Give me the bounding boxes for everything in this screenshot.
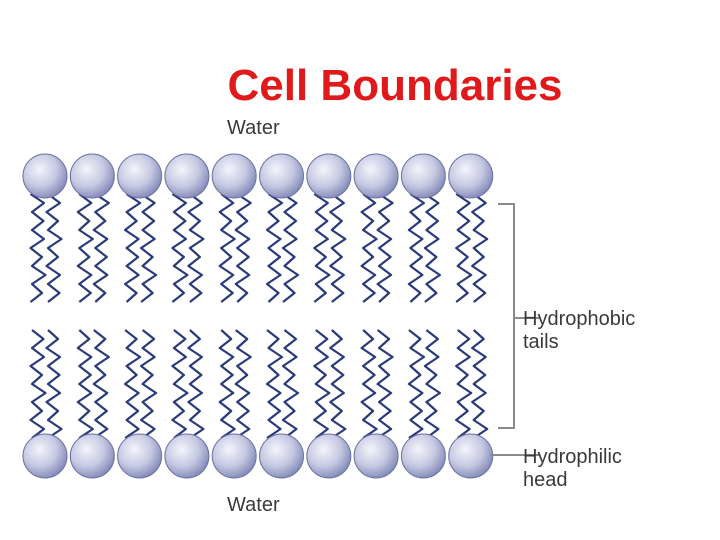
lipid-tail (471, 329, 489, 439)
hydrophilic-head-label: Hydrophilic head (523, 446, 713, 492)
lipid-head (22, 433, 68, 479)
lipid-tail (360, 193, 378, 303)
hydrophobic-tails-label: Hydrophobic tails (523, 308, 713, 354)
lipid-head (117, 153, 163, 199)
head-label-line1: Hydrophilic (523, 446, 622, 468)
lipid-tail (187, 193, 205, 303)
slide-title: Cell Boundaries (227, 61, 563, 110)
lipid-tail (45, 329, 63, 439)
lipid-tail (313, 193, 331, 303)
lipid-tail (187, 329, 205, 439)
lipid-head (306, 433, 352, 479)
lipid-head (306, 153, 352, 199)
lipid-head (353, 433, 399, 479)
lipid-head (164, 433, 210, 479)
lipid-tail (218, 329, 236, 439)
tails-label-line1: Hydrophobic (523, 308, 636, 330)
lipid-tail (140, 193, 158, 303)
lipid-head (259, 433, 304, 479)
tails-bracket (498, 203, 540, 429)
hydrophobic-tails (29, 193, 489, 439)
lipid-tail (455, 193, 473, 303)
lipid-tail (123, 193, 142, 303)
lipid-tail (171, 193, 189, 303)
lipid-tail (92, 193, 110, 303)
lipid-tail (329, 329, 347, 439)
lipid-tail (234, 329, 252, 439)
lipid-head (448, 433, 494, 479)
lipid-head (164, 153, 210, 199)
lipid-tail (29, 329, 47, 439)
lipid-tail (76, 193, 94, 303)
lipid-tail (423, 329, 441, 439)
water-top-label: Water (227, 117, 280, 139)
lipid-tail (471, 193, 489, 303)
lipid-tail (218, 193, 236, 303)
lipid-head (117, 433, 163, 479)
lipid-tail (140, 329, 158, 439)
lipid-tail (281, 329, 300, 439)
lipid-tail (313, 329, 331, 439)
lipid-tail (123, 329, 142, 439)
lipid-tail (45, 193, 63, 303)
lipid-head (69, 153, 115, 199)
lipid-head (69, 433, 115, 479)
lipid-tail (376, 329, 394, 439)
tails-label-line2: tails (523, 331, 559, 353)
lipid-head (259, 153, 304, 199)
lipid-head (400, 153, 446, 199)
lipid-tail (281, 193, 300, 303)
lipid-head (448, 153, 494, 199)
lipid-head (400, 433, 446, 479)
lipid-tail (29, 193, 47, 303)
lipid-head (353, 153, 399, 199)
lipid-tail (92, 329, 110, 439)
lipid-tail (171, 329, 189, 439)
lipid-tail (423, 193, 441, 303)
lipid-head (211, 433, 257, 479)
lipid-tail (455, 329, 473, 439)
lipid-tail (265, 329, 284, 439)
lipid-tail (376, 193, 394, 303)
lipid-tail (360, 329, 378, 439)
head-label-line2: head (523, 469, 568, 491)
lipid-tail (407, 329, 425, 439)
lipid-tail (234, 193, 252, 303)
lipid-tail (265, 193, 284, 303)
lipid-tail (407, 193, 425, 303)
lipid-head (211, 153, 257, 199)
hydrophilic-heads (22, 153, 494, 479)
lipid-head (22, 153, 68, 199)
lipid-tail (329, 193, 347, 303)
water-bottom-label: Water (227, 494, 280, 516)
lipid-tail (76, 329, 94, 439)
